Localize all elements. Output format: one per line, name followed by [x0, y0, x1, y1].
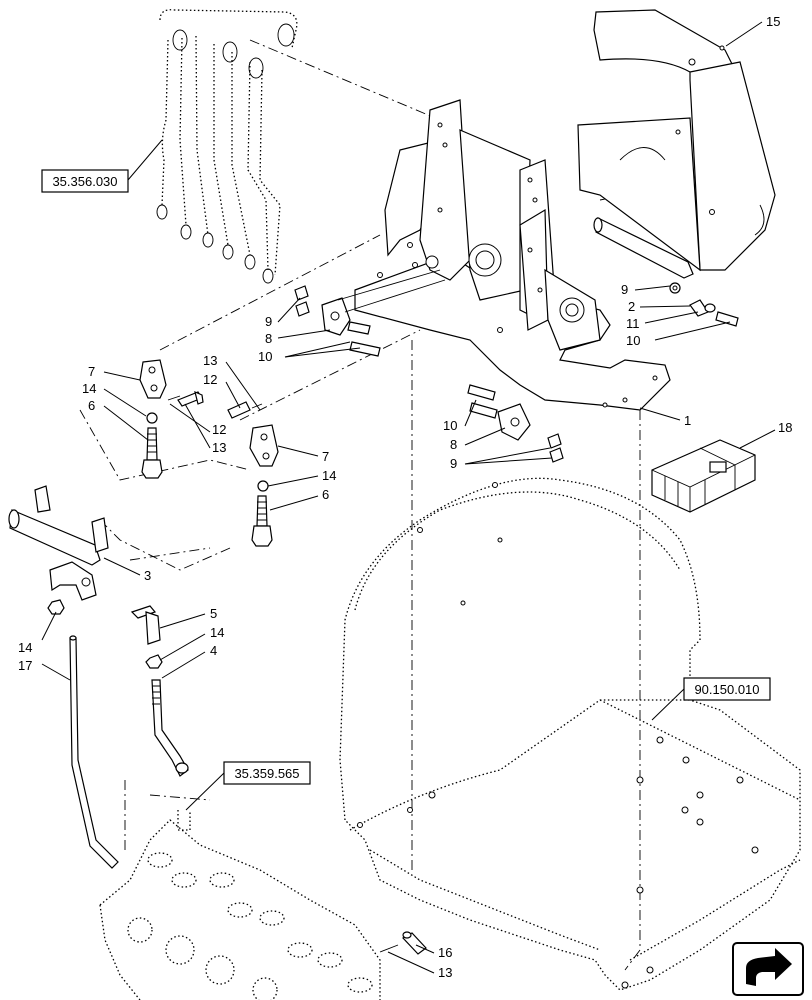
callout-10: 10	[258, 349, 272, 364]
callout-4: 4	[210, 643, 217, 658]
hydraulic-control-rods	[156, 9, 298, 284]
callout-14: 14	[82, 381, 96, 396]
callout-8: 8	[450, 437, 457, 452]
callout-8: 8	[265, 331, 272, 346]
callout-9: 9	[621, 282, 628, 297]
callout-14: 14	[210, 625, 224, 640]
callout-14: 14	[18, 640, 32, 655]
next-page-arrow-icon[interactable]	[732, 942, 804, 996]
callout-13: 13	[212, 440, 226, 455]
cross-rod	[337, 269, 441, 301]
control-valve-block	[99, 810, 381, 1000]
callout-14: 14	[322, 468, 336, 483]
callout-13: 13	[203, 353, 217, 368]
callout-10: 10	[443, 418, 457, 433]
reference-box-hydraulic-rods[interactable]: 35.356.030	[41, 169, 129, 193]
lower-left-parts	[47, 599, 189, 869]
callout-numbers: 15 1 18 9 2 11 10 9 8 10 10 8 9 7 14 6 1…	[18, 14, 792, 980]
callout-16: 16	[438, 945, 452, 960]
callout-7: 7	[88, 364, 95, 379]
callout-7: 7	[322, 449, 329, 464]
callout-6: 6	[88, 398, 95, 413]
callout-13: 13	[438, 965, 452, 980]
callout-15: 15	[766, 14, 780, 29]
callout-5: 5	[210, 606, 217, 621]
main-bracket-part-1	[354, 99, 671, 411]
cover-part-15	[577, 9, 776, 272]
linkage-right	[249, 424, 279, 547]
reference-code: 35.359.565	[234, 766, 299, 781]
reference-code: 35.356.030	[52, 174, 117, 189]
callout-18: 18	[778, 420, 792, 435]
callout-12: 12	[203, 372, 217, 387]
alignment-lines	[79, 39, 701, 971]
callout-3: 3	[144, 568, 151, 583]
shift-shaft-part-3	[8, 485, 109, 601]
callout-12: 12	[212, 422, 226, 437]
callout-10: 10	[626, 333, 640, 348]
floor-mat-part-90-150-010	[339, 477, 801, 991]
parts-box-part-18	[651, 439, 756, 513]
callout-17: 17	[18, 658, 32, 673]
callout-6: 6	[322, 487, 329, 502]
reference-box-floor-panel[interactable]: 90.150.010	[683, 677, 771, 701]
callout-11: 11	[626, 316, 640, 331]
callout-2: 2	[628, 299, 635, 314]
callout-9: 9	[265, 314, 272, 329]
leader-lines	[41, 21, 776, 974]
callout-9: 9	[450, 456, 457, 471]
clamp-brackets-part-8	[294, 285, 564, 463]
reference-code: 90.150.010	[694, 682, 759, 697]
callout-1: 1	[684, 413, 691, 428]
linkage-left	[139, 359, 263, 479]
pin-part-16	[379, 931, 427, 955]
reference-box-valve-block[interactable]: 35.359.565	[223, 761, 311, 785]
pivot-pin	[593, 217, 739, 327]
